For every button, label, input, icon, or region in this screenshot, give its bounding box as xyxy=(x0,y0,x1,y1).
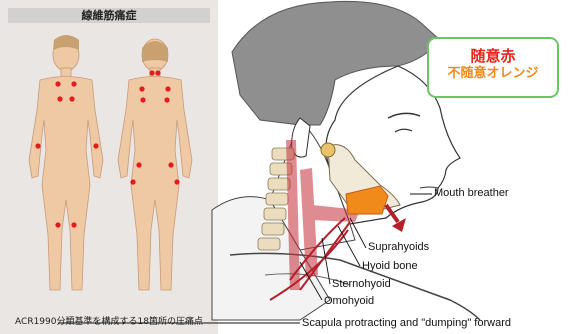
label-sternohyoid: Sternohyoid xyxy=(332,278,391,290)
label-suprahyoids: Suprahyoids xyxy=(368,241,429,253)
front-body-figure xyxy=(29,39,103,290)
label-mouth-breather: Mouth breather xyxy=(434,187,509,199)
label-scapula: Scapula protracting and "dumping" forwar… xyxy=(302,317,511,329)
legend-involuntary-orange: 不随意オレンジ xyxy=(429,65,557,83)
back-body-figure xyxy=(118,39,192,290)
label-omohyoid: Omohyoid xyxy=(324,295,374,307)
legend-box: 随意赤 不随意オレンジ xyxy=(427,37,559,98)
legend-voluntary-red: 随意赤 xyxy=(429,47,557,65)
label-hyoid-bone: Hyoid bone xyxy=(362,260,418,272)
tmj-joint xyxy=(321,143,335,157)
